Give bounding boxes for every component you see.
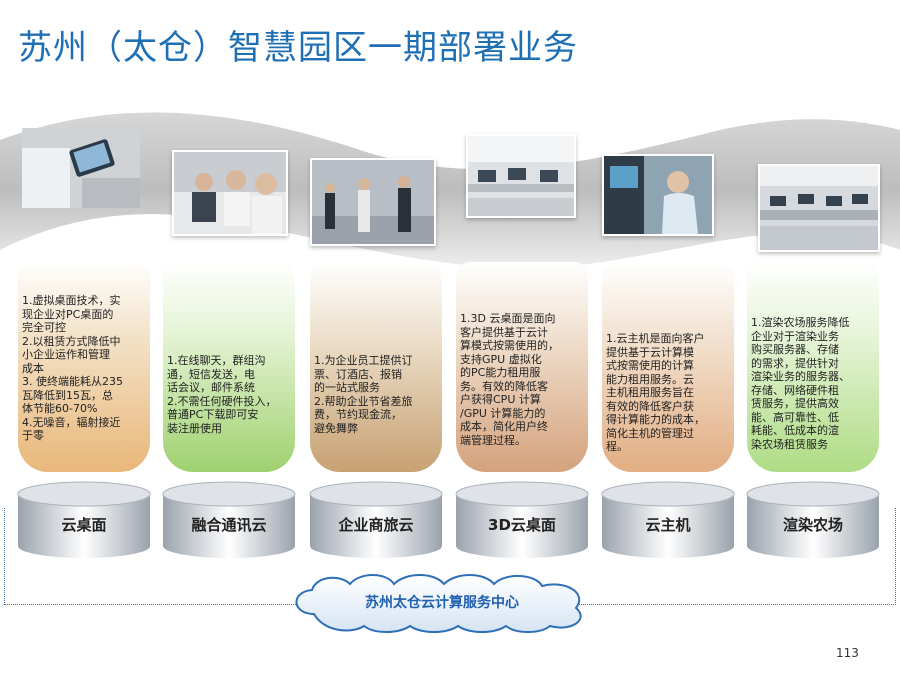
column-title: 企业商旅云 (338, 516, 414, 534)
column-unified-communications: 1.在线聊天，群组沟 通，短信发送，电 话会议，邮件系统 2.不需任何硬件投入，… (163, 262, 295, 472)
photo-datacenter-operator (602, 154, 714, 236)
page-title: 苏州（太仓）智慧园区一期部署业务 (18, 28, 578, 68)
photo-office-desks (466, 134, 576, 218)
page-number: 113 (836, 646, 859, 660)
column-title: 云桌面 (61, 516, 107, 534)
column-title: 3D云桌面 (488, 516, 556, 534)
column-title: 渲染农场 (782, 516, 843, 534)
cloud-service-center: 苏州太仓云计算服务中心 (284, 570, 600, 634)
photo-business-travelers (310, 158, 436, 246)
photo-tablet-user (22, 128, 140, 208)
column-title: 融合通讯云 (191, 516, 267, 534)
drum-cloud-host: 云主机 (598, 480, 738, 560)
drum-render-farm: 渲染农场 (743, 480, 883, 560)
column-title: 云主机 (645, 516, 691, 534)
drum-cloud-desktop: 云桌面 (14, 480, 154, 560)
column-render-farm: 1.渲染农场服务降低 企业对于渲染业务 购买服务器、存储 的需求，提供针对 渲染… (747, 262, 879, 472)
column-cloud-desktop: 1.虚拟桌面技术，实 现企业对PC桌面的 完全可控 2.以租赁方式降低中 小企业… (18, 262, 150, 472)
photo-call-center (172, 150, 288, 236)
column-description: 1.在线聊天，群组沟 通，短信发送，电 话会议，邮件系统 2.不需任何硬件投入，… (167, 354, 277, 435)
drum-3d-cloud-desktop: 3D云桌面 (452, 480, 592, 560)
column-description: 1.云主机是面向客户 提供基于云计算模 式按需使用的计算 能力租用服务。云 主机… (606, 332, 705, 453)
column-description: 1.渲染农场服务降低 企业对于渲染业务 购买服务器、存储 的需求，提供针对 渲染… (751, 316, 850, 451)
drum-unified-communications: 融合通讯云 (159, 480, 299, 560)
column-3d-cloud-desktop: 1.3D 云桌面是面向 客户提供基于云计 算模式按需使用的， 支持GPU 虚拟化… (456, 262, 588, 472)
column-cloud-host: 1.云主机是面向客户 提供基于云计算模 式按需使用的计算 能力租用服务。云 主机… (602, 262, 734, 472)
cloud-icon (295, 574, 582, 633)
drum-business-travel: 企业商旅云 (306, 480, 446, 560)
column-description: 1.虚拟桌面技术，实 现企业对PC桌面的 完全可控 2.以租赁方式降低中 小企业… (22, 294, 123, 442)
column-description: 1.3D 云桌面是面向 客户提供基于云计 算模式按需使用的， 支持GPU 虚拟化… (460, 312, 559, 447)
column-description: 1.为企业员工提供订 票、订酒店、报销 的一站式服务 2.帮助企业节省差旅 费，… (314, 354, 413, 435)
photo-render-room (758, 164, 880, 252)
column-business-travel: 1.为企业员工提供订 票、订酒店、报销 的一站式服务 2.帮助企业节省差旅 费，… (310, 262, 442, 472)
cloud-label: 苏州太仓云计算服务中心 (365, 595, 519, 611)
